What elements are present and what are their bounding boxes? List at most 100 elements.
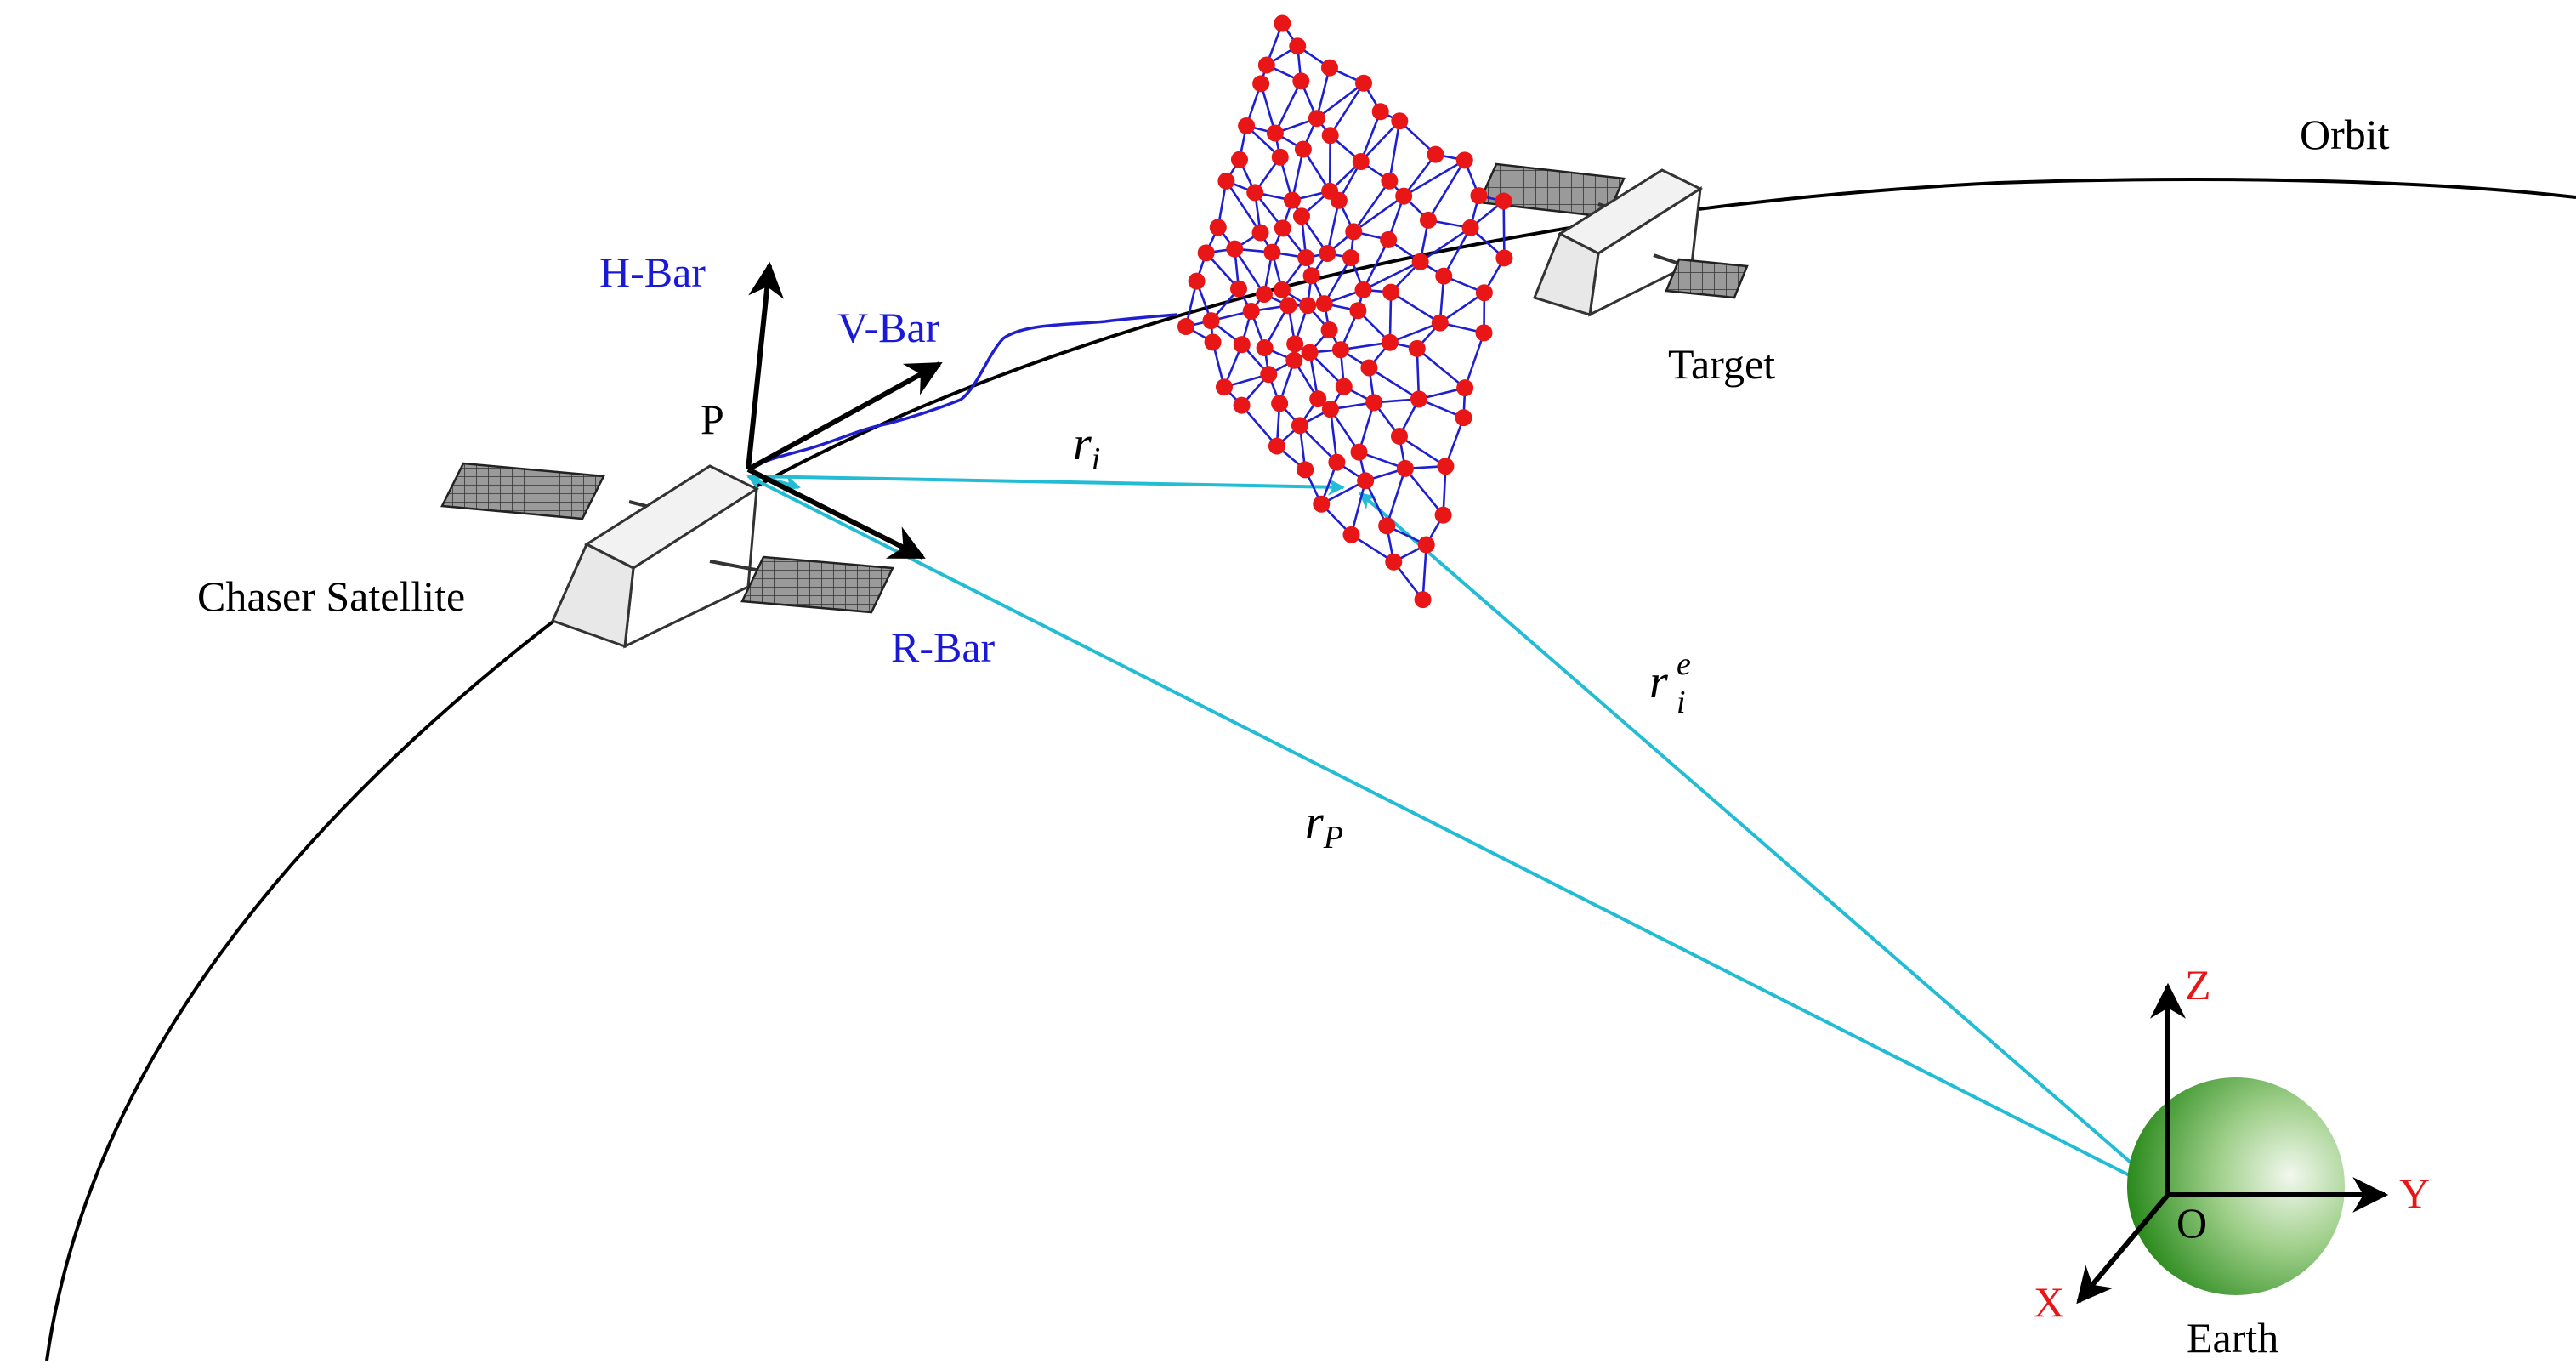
mesh-node bbox=[1242, 302, 1260, 320]
position-vectors bbox=[746, 473, 2170, 1197]
mesh-node bbox=[1435, 267, 1453, 285]
mesh-edge bbox=[1419, 226, 1472, 263]
mesh-node bbox=[1395, 187, 1413, 205]
mesh-edge bbox=[1439, 292, 1485, 324]
mesh-node bbox=[1274, 14, 1291, 32]
mesh-node bbox=[1349, 302, 1367, 320]
mesh-node bbox=[1294, 140, 1312, 158]
mesh-node bbox=[1475, 284, 1493, 302]
mesh-node bbox=[1256, 285, 1274, 303]
vector-r-i bbox=[747, 475, 1345, 496]
mesh-node bbox=[1238, 117, 1256, 134]
axis-z-label: Z bbox=[2185, 961, 2211, 1009]
mesh-node bbox=[1410, 390, 1427, 408]
lvlh-frame bbox=[746, 261, 943, 560]
mesh-node bbox=[1321, 127, 1339, 145]
mesh-node bbox=[1350, 443, 1368, 461]
mesh-node bbox=[1308, 110, 1325, 128]
mesh-edge bbox=[1444, 417, 1465, 467]
mesh-node bbox=[1328, 453, 1346, 471]
mesh-node bbox=[1414, 591, 1432, 609]
mesh-node bbox=[1437, 458, 1455, 475]
mesh-node bbox=[1434, 506, 1452, 524]
mesh-node bbox=[1229, 280, 1247, 298]
mesh-edge bbox=[1353, 195, 1404, 233]
vector-r-i-e-sup: e bbox=[1677, 646, 1691, 682]
mesh-node bbox=[1461, 219, 1479, 236]
mesh-node bbox=[1263, 243, 1281, 261]
mesh-node bbox=[1382, 283, 1400, 301]
mesh-node bbox=[1297, 249, 1315, 267]
mesh-node bbox=[1274, 219, 1291, 237]
r-bar-label: R-Bar bbox=[891, 623, 996, 671]
mesh-node bbox=[1345, 223, 1363, 241]
mesh-node bbox=[1177, 318, 1194, 335]
mesh-node bbox=[1378, 517, 1396, 535]
mesh-node bbox=[1365, 394, 1383, 412]
mesh-node bbox=[1315, 295, 1333, 313]
mesh-edge bbox=[1299, 424, 1338, 463]
mesh-node bbox=[1279, 297, 1297, 315]
mesh-node bbox=[1289, 37, 1307, 55]
mesh-node bbox=[1251, 224, 1269, 242]
mesh-node bbox=[1380, 230, 1398, 248]
mesh-edge bbox=[1350, 480, 1367, 536]
mesh-edge bbox=[1329, 82, 1365, 136]
mesh-node bbox=[1495, 192, 1512, 210]
mesh-edge bbox=[1463, 332, 1485, 389]
mesh-node bbox=[1417, 536, 1435, 554]
mesh-node bbox=[1202, 312, 1220, 330]
vector-r-p bbox=[746, 475, 2169, 1197]
mesh-node bbox=[1470, 187, 1488, 205]
axis-y-label: Y bbox=[2399, 1169, 2430, 1217]
mesh-node bbox=[1354, 74, 1372, 92]
mesh-node bbox=[1266, 124, 1284, 142]
mesh-node bbox=[1427, 145, 1444, 163]
mesh-node bbox=[1291, 417, 1308, 435]
mesh-edge bbox=[1315, 67, 1331, 119]
mesh-node bbox=[1197, 244, 1215, 262]
mesh-node bbox=[1285, 351, 1303, 369]
mesh-node bbox=[1256, 339, 1274, 357]
mesh-node bbox=[1268, 437, 1285, 455]
v-bar-axis bbox=[746, 361, 943, 472]
tether-line bbox=[747, 313, 1178, 471]
mesh-edge bbox=[1443, 227, 1472, 277]
mesh-node bbox=[1233, 396, 1251, 414]
mesh-node bbox=[1381, 172, 1399, 190]
mesh-node bbox=[1408, 339, 1426, 357]
vector-r-i-label: ri bbox=[1073, 418, 1100, 477]
mesh-edge bbox=[1390, 291, 1441, 324]
mesh-edge bbox=[1274, 80, 1302, 134]
mesh-node bbox=[1188, 272, 1206, 290]
mesh-node bbox=[1313, 495, 1331, 513]
orbit-path bbox=[45, 178, 2576, 1361]
mesh-edge bbox=[1403, 153, 1437, 197]
mesh-node bbox=[1283, 191, 1301, 209]
mesh-node bbox=[1319, 245, 1336, 263]
axis-x-label: X bbox=[2034, 1278, 2064, 1326]
mesh-edge bbox=[1368, 367, 1420, 401]
mesh-node bbox=[1302, 267, 1320, 285]
mesh-node bbox=[1354, 281, 1372, 298]
mesh-node bbox=[1271, 395, 1289, 412]
mesh-node bbox=[1209, 219, 1227, 236]
point-p-label: P bbox=[701, 395, 724, 443]
mesh-edge bbox=[1234, 247, 1266, 295]
mesh-node bbox=[1455, 409, 1472, 427]
h-bar-axis bbox=[746, 261, 784, 470]
mesh-edge bbox=[1421, 544, 1428, 600]
mesh-node bbox=[1352, 153, 1370, 171]
mesh-node bbox=[1320, 59, 1338, 77]
mesh-node bbox=[1455, 151, 1473, 169]
mesh-node bbox=[1286, 335, 1304, 353]
mesh-edge bbox=[1359, 111, 1382, 162]
mesh-edge bbox=[1329, 409, 1338, 463]
mesh-node bbox=[1320, 321, 1338, 339]
r-bar-axis bbox=[746, 467, 926, 560]
mesh-node bbox=[1391, 112, 1409, 130]
mesh-edge bbox=[1353, 180, 1391, 233]
mesh-net-icon bbox=[1177, 14, 1513, 609]
mesh-node bbox=[1257, 56, 1275, 74]
